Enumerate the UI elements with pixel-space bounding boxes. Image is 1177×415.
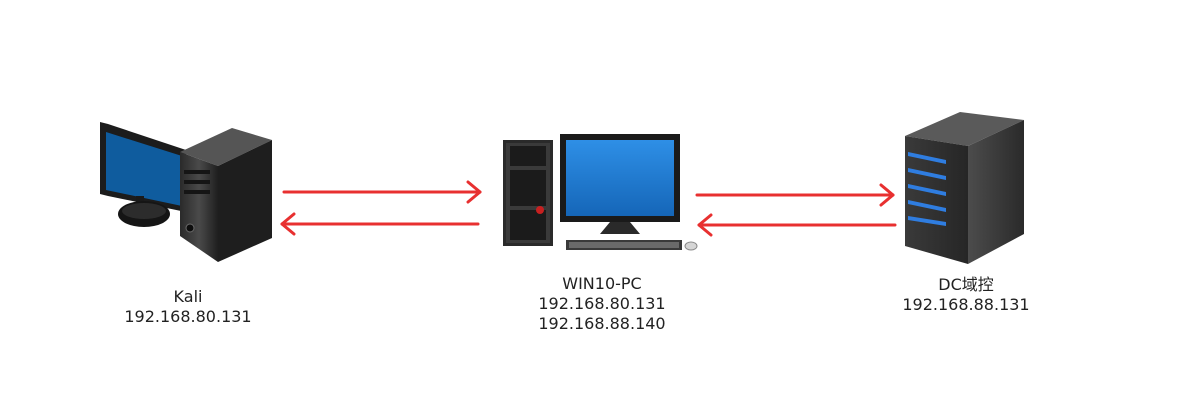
node-name-dc: DC域控 (938, 275, 994, 294)
node-name-kali: Kali (173, 287, 203, 306)
arrow-head-kali-win10-back (280, 212, 296, 236)
node-name-win10: WIN10-PC (562, 274, 642, 293)
node-ip-win10-2: 192.168.88.140 (538, 314, 666, 333)
node-ip-win10-1: 192.168.80.131 (538, 294, 666, 313)
node-label-kali: Kali 192.168.80.131 (123, 287, 253, 327)
node-label-win10: WIN10-PC 192.168.80.131 192.168.88.140 (537, 274, 667, 334)
node-ip-kali-1: 192.168.80.131 (124, 307, 252, 326)
arrow-head-kali-win10-forward (466, 180, 482, 204)
domain-controller-server-icon (905, 112, 1024, 264)
arrow-head-win10-dc-back (697, 213, 713, 237)
arrow-head-win10-dc-forward (879, 183, 895, 207)
attacker-desktop-icon (100, 122, 272, 262)
workstation-pc-icon (503, 134, 698, 251)
connection-arrows (280, 180, 897, 237)
node-label-dc: DC域控 192.168.88.131 (901, 275, 1031, 315)
node-ip-dc-1: 192.168.88.131 (902, 295, 1030, 314)
